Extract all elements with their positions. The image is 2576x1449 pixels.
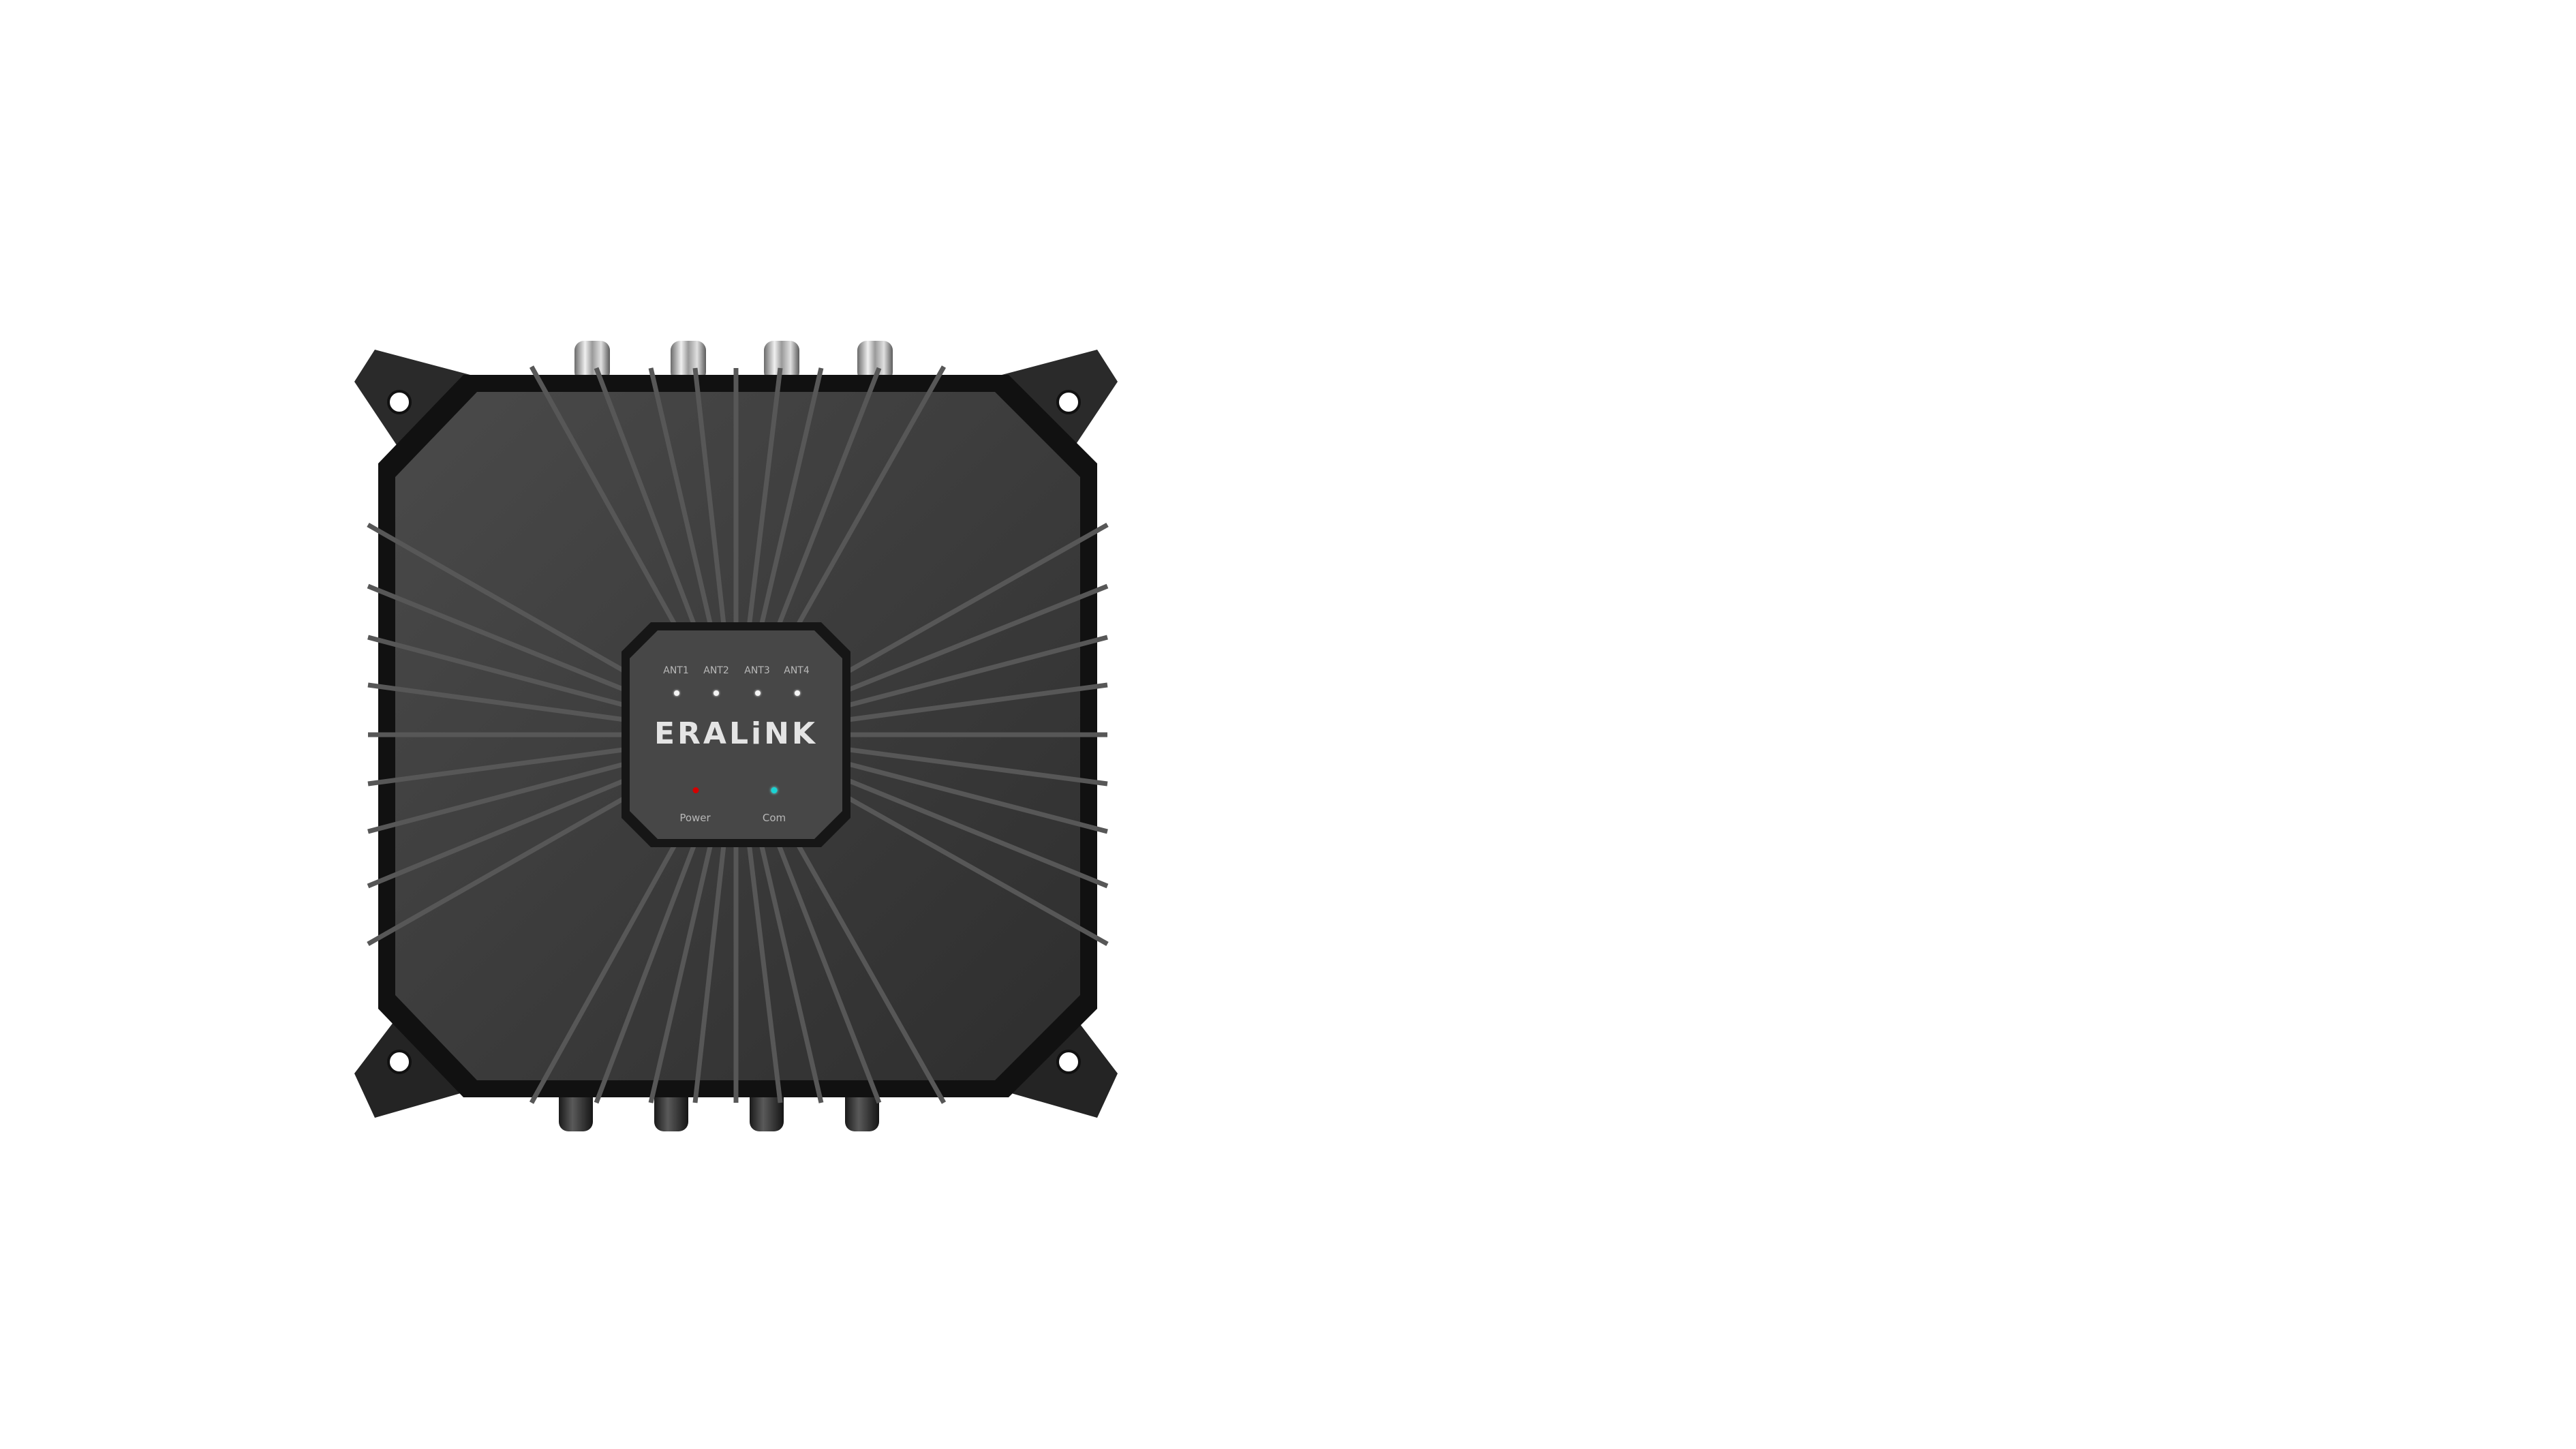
- mounting-hole-tr: [1056, 390, 1081, 414]
- indicator-panel: ANT1 ANT2 ANT3 ANT4 ERALiNK Power Com: [624, 622, 848, 847]
- power-label: Power: [679, 812, 711, 824]
- ant3-led-icon: [755, 690, 761, 696]
- ant4-led-icon: [795, 690, 800, 696]
- ant2-label: ANT2: [703, 665, 729, 676]
- ant1-led-icon: [674, 690, 679, 696]
- ant3-label: ANT3: [744, 665, 770, 676]
- com-label: Com: [762, 812, 786, 824]
- brand-logo: ERALiNK: [654, 716, 818, 751]
- mounting-hole-bl: [387, 1050, 412, 1074]
- ant2-led-icon: [714, 690, 719, 696]
- mounting-hole-tl: [387, 390, 412, 414]
- power-led-icon: [692, 787, 699, 793]
- mounting-tabs: [354, 350, 1118, 1118]
- ant1-label: ANT1: [663, 665, 689, 676]
- com-led-icon: [771, 787, 778, 793]
- mounting-hole-br: [1056, 1050, 1081, 1074]
- ant4-label: ANT4: [784, 665, 810, 676]
